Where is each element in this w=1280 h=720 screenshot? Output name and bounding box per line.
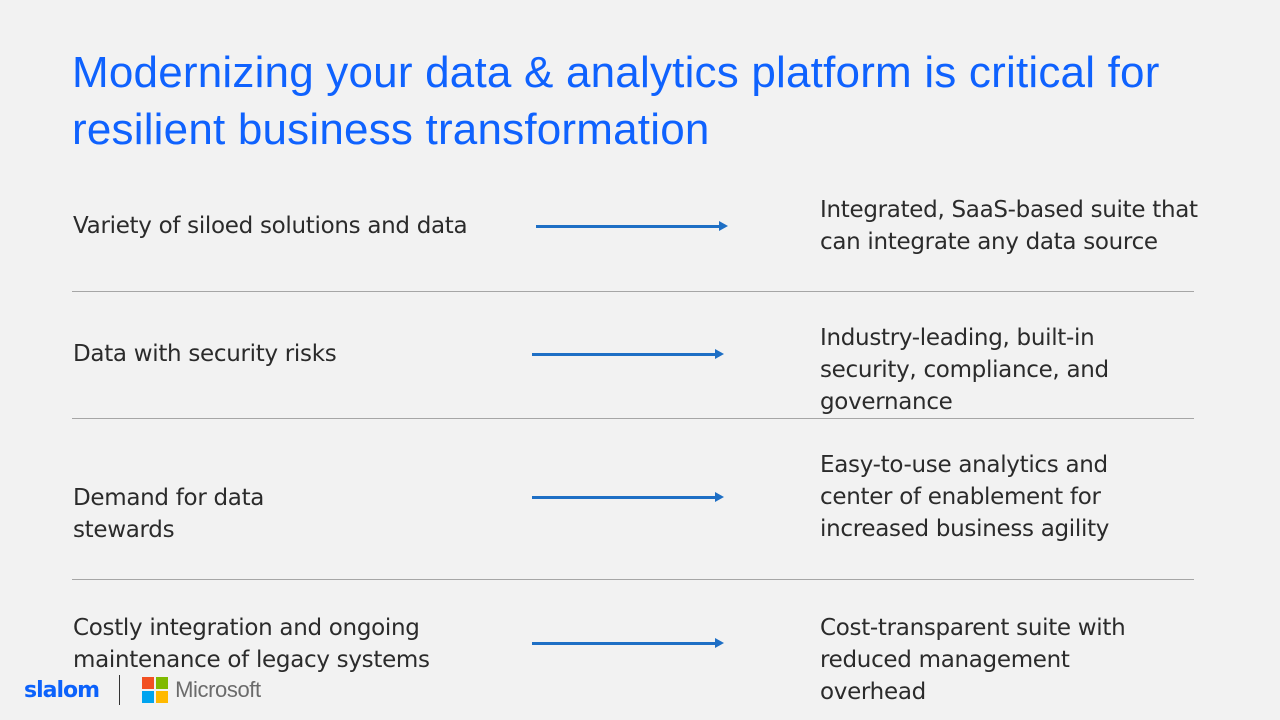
row-1-arrow-icon [536, 221, 728, 231]
row-4-from-text: Costly integration and ongoing maintenan… [73, 615, 430, 673]
ms-square-blue [142, 691, 155, 703]
row-3-from-text: Demand for data stewards [73, 485, 265, 543]
row-2-from-text: Data with security risks [73, 341, 337, 367]
row-2-to-text: Industry-leading, built-in security, com… [820, 325, 1109, 415]
row-2-arrow-icon [532, 349, 724, 359]
row-4-to-text: Cost-transparent suite with reduced mana… [820, 615, 1126, 705]
row-3-to-text: Easy-to-use analytics and center of enab… [820, 452, 1110, 542]
footer-logos: slalom Microsoft [24, 674, 261, 706]
row-divider [72, 291, 1194, 292]
ms-square-yellow [156, 691, 169, 703]
row-divider [72, 418, 1194, 419]
slide-title: Modernizing your data & analytics platfo… [72, 48, 1160, 154]
row-1-to-text: Integrated, SaaS-based suite that can in… [820, 197, 1198, 255]
microsoft-logo: Microsoft [175, 677, 261, 702]
ms-square-red [142, 677, 155, 689]
ms-square-green [156, 677, 169, 689]
slalom-logo: slalom [24, 677, 100, 703]
microsoft-windows-icon [142, 677, 169, 703]
logo-separator [119, 675, 121, 705]
row-4-arrow-icon [532, 638, 724, 648]
row-1-from-text: Variety of siloed solutions and data [73, 213, 468, 239]
row-3-arrow-icon [532, 492, 724, 502]
row-divider [72, 579, 1194, 580]
